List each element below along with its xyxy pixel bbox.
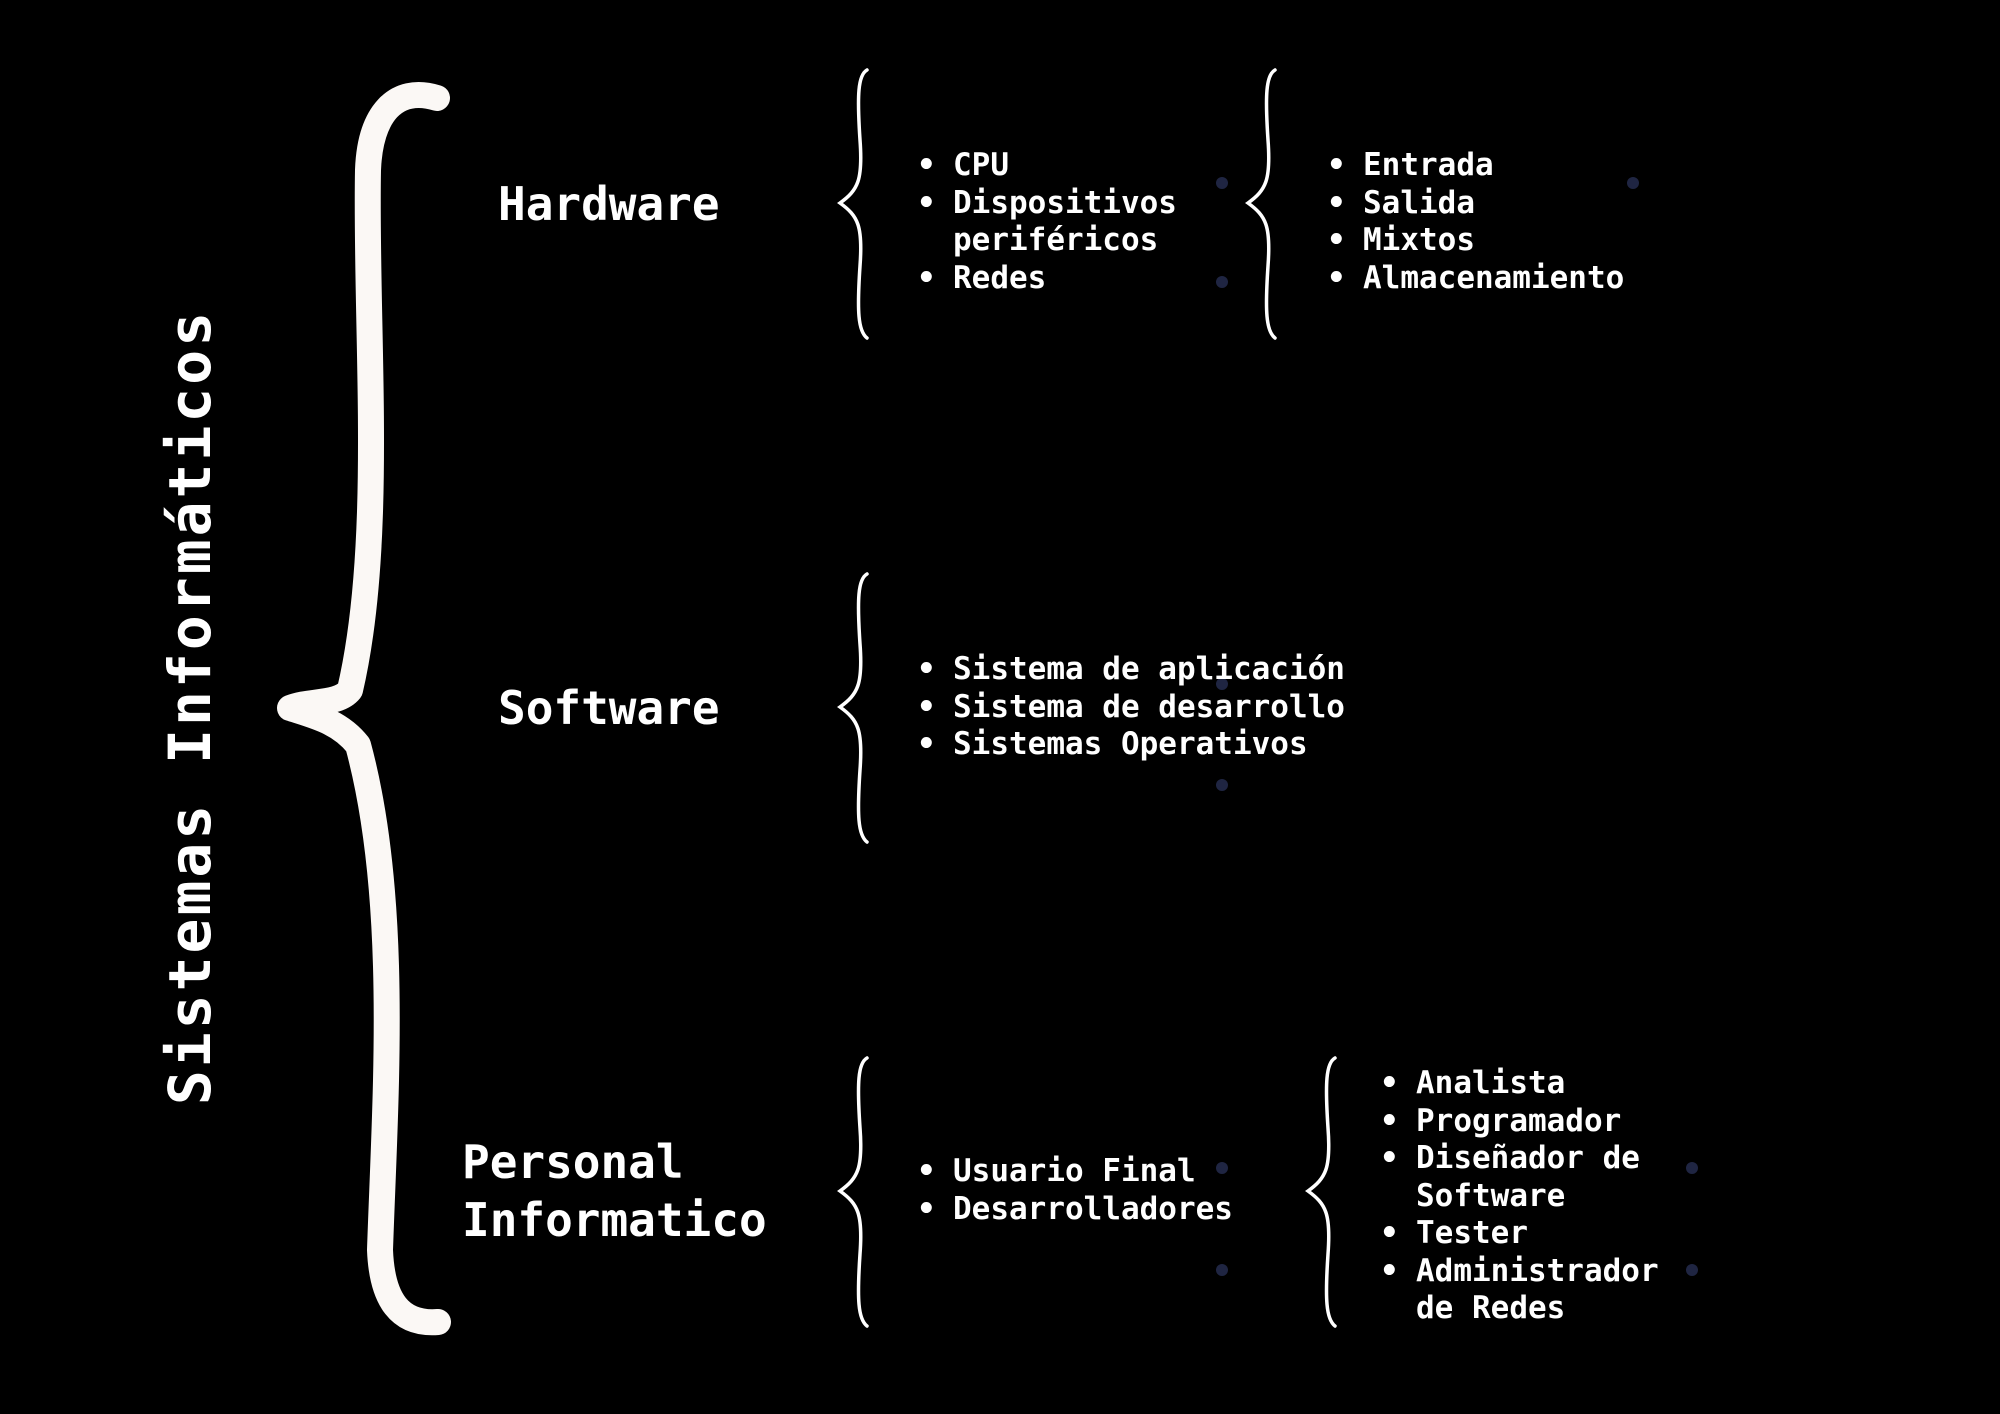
main-title: Sistemas Informáticos (156, 308, 224, 1106)
personal-subitems-list: Analista Programador Diseñador de Softwa… (1380, 1065, 1659, 1328)
hardware-subitems-list: Entrada Salida Mixtos Almacenamiento (1327, 147, 1624, 297)
main-brace (277, 82, 451, 1336)
list-item: CPU (917, 147, 1177, 185)
list-item: Programador (1380, 1103, 1659, 1141)
list-item: Almacenamiento (1327, 260, 1624, 298)
category-label-line: Informatico (462, 1193, 767, 1247)
list-item: Analista (1380, 1065, 1659, 1103)
category-label-line: Personal (462, 1135, 684, 1189)
list-item: Sistemas Operativos (917, 726, 1345, 764)
hardware-subitems-brace (1245, 68, 1277, 340)
category-personal-informatico: Personal Informatico (462, 1133, 767, 1249)
personal-subitems-brace (1305, 1056, 1337, 1328)
list-item: Dispositivos periféricos (917, 185, 1177, 260)
category-software: Software (498, 681, 720, 735)
list-item: Administrador de Redes (1380, 1253, 1659, 1328)
list-item: Salida (1327, 185, 1624, 223)
list-item: Sistema de aplicación (917, 651, 1345, 689)
list-item: Entrada (1327, 147, 1624, 185)
list-item: Desarrolladores (917, 1191, 1233, 1229)
software-items-list: Sistema de aplicación Sistema de desarro… (917, 651, 1345, 764)
category-hardware: Hardware (498, 177, 720, 231)
personal-brace (837, 1056, 869, 1328)
list-item: Usuario Final (917, 1153, 1233, 1191)
hardware-items-list: CPU Dispositivos periféricos Redes (917, 147, 1177, 297)
hardware-brace (837, 68, 869, 340)
software-brace (837, 572, 869, 844)
list-item: Sistema de desarrollo (917, 689, 1345, 727)
list-item: Redes (917, 260, 1177, 298)
list-item: Mixtos (1327, 222, 1624, 260)
list-item: Tester (1380, 1215, 1659, 1253)
list-item: Diseñador de Software (1380, 1140, 1659, 1215)
personal-items-list: Usuario Final Desarrolladores (917, 1153, 1233, 1228)
